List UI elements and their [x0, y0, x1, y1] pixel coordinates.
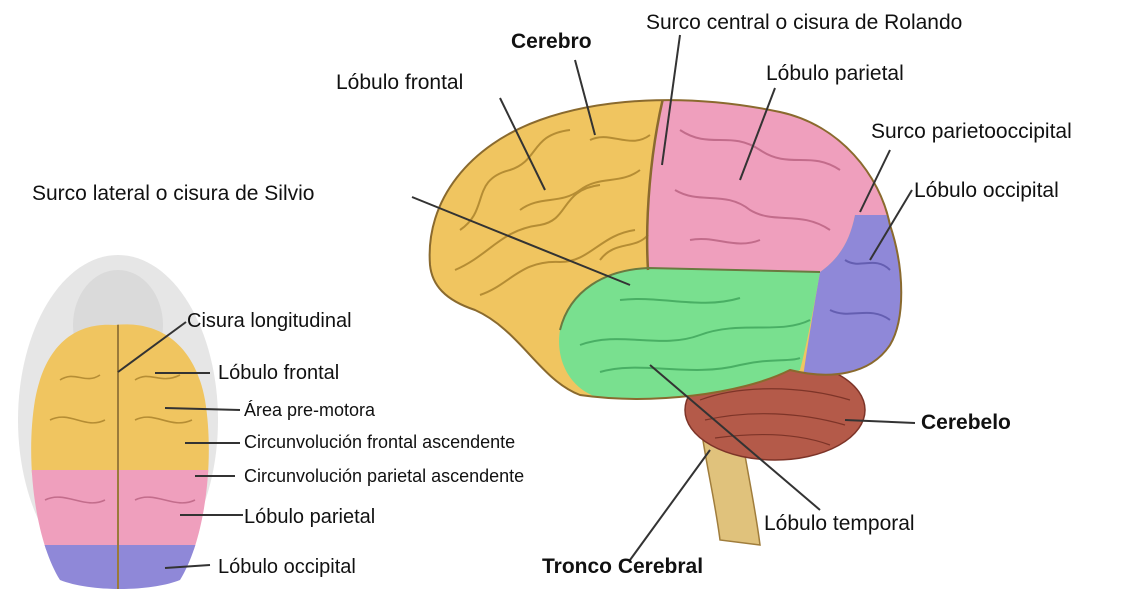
label-area-premotora: Área pre-motora	[244, 401, 375, 419]
label-lobulo-frontal: Lóbulo frontal	[336, 72, 463, 93]
label-tronco-cerebral: Tronco Cerebral	[542, 556, 703, 577]
label-top-lobulo-parietal: Lóbulo parietal	[244, 507, 375, 527]
label-top-lobulo-occipital: Lóbulo occipital	[218, 557, 356, 577]
label-cerebelo: Cerebelo	[921, 412, 1011, 433]
top-view-brain	[18, 255, 220, 591]
label-surco-central: Surco central o cisura de Rolando	[646, 12, 962, 33]
top-occipital-shape	[20, 545, 220, 591]
label-surco-parietooccipital: Surco parietooccipital	[871, 121, 1072, 142]
label-cerebro: Cerebro	[511, 31, 592, 52]
label-top-lobulo-frontal: Lóbulo frontal	[218, 363, 339, 383]
label-circ-frontal: Circunvolución frontal ascendente	[244, 433, 515, 451]
label-circ-parietal: Circunvolución parietal ascendente	[244, 467, 524, 485]
label-lobulo-parietal: Lóbulo parietal	[766, 63, 904, 84]
label-cisura-longitudinal: Cisura longitudinal	[187, 311, 352, 331]
top-parietal-shape	[20, 470, 220, 550]
label-lobulo-occipital: Lóbulo occipital	[914, 180, 1059, 201]
label-lobulo-temporal: Lóbulo temporal	[764, 513, 915, 534]
label-surco-lateral: Surco lateral o cisura de Silvio	[32, 183, 314, 204]
